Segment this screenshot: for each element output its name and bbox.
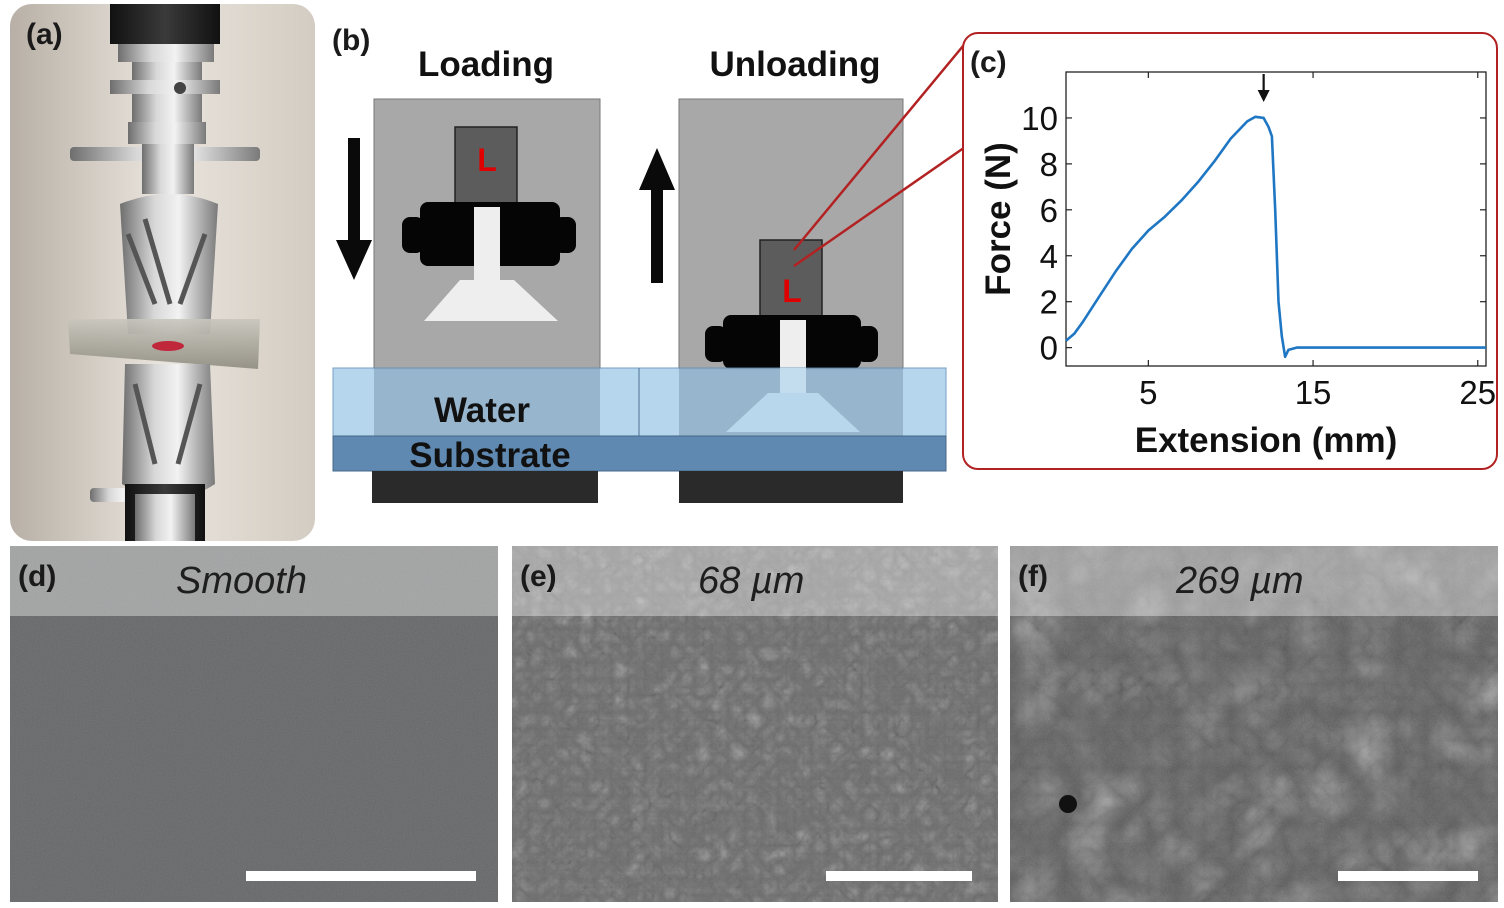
plot-frame xyxy=(1065,71,1487,367)
x-tick-label: 15 xyxy=(1295,374,1332,411)
panel-e-title: 68 µm xyxy=(698,560,805,602)
panel-e-label: (e) xyxy=(520,560,557,593)
load-cell-label-loading: L xyxy=(477,142,497,178)
panel-d-title: Smooth xyxy=(176,560,307,602)
panel-a: (a) xyxy=(10,4,315,541)
loading-schematic: L L Loading Unloading Water Substrate xyxy=(332,45,947,503)
substrate-label: Substrate xyxy=(409,436,570,475)
panel-f: (f) 269 µm xyxy=(1010,546,1498,902)
loading-title: Loading xyxy=(418,45,554,84)
panel-b-label: (b) xyxy=(332,24,371,57)
panel-a-label: (a) xyxy=(26,18,63,51)
x-tick-label: 25 xyxy=(1459,374,1496,411)
panel-f-title: 269 µm xyxy=(1176,560,1304,602)
x-axis-label: Extension (mm) xyxy=(1135,421,1398,460)
y-axis-label: Force (N) xyxy=(979,142,1018,296)
panel-d: (d) Smooth xyxy=(10,546,498,902)
tensile-tester-photo xyxy=(10,4,315,541)
y-tick-label: 10 xyxy=(1021,100,1058,137)
scale-bar xyxy=(1338,871,1478,881)
load-cell-label-unloading: L xyxy=(782,273,802,309)
y-tick-label: 2 xyxy=(1040,284,1058,321)
x-tick-label: 5 xyxy=(1139,374,1157,411)
y-tick-label: 8 xyxy=(1040,146,1058,183)
panel-e: (e) 68 µm xyxy=(512,546,998,902)
y-tick-label: 4 xyxy=(1040,238,1058,275)
scale-bar xyxy=(826,871,972,881)
scale-bar xyxy=(246,871,476,881)
panel-b: L L Loading Unloading Water Substrate (b… xyxy=(320,10,960,520)
unloading-title: Unloading xyxy=(709,45,880,84)
y-tick-label: 6 xyxy=(1040,192,1058,229)
y-tick-label: 0 xyxy=(1040,330,1058,367)
sem-image-68um xyxy=(512,546,998,902)
water-label: Water xyxy=(434,391,530,430)
sem-image-269um xyxy=(1010,546,1498,902)
peak-arrow-head xyxy=(1257,90,1270,102)
panel-c-label: (c) xyxy=(970,46,1007,79)
panel-f-label: (f) xyxy=(1018,560,1048,593)
sem-image-smooth xyxy=(10,546,498,902)
force-curve xyxy=(1065,115,1486,359)
panel-d-label: (d) xyxy=(18,560,57,593)
